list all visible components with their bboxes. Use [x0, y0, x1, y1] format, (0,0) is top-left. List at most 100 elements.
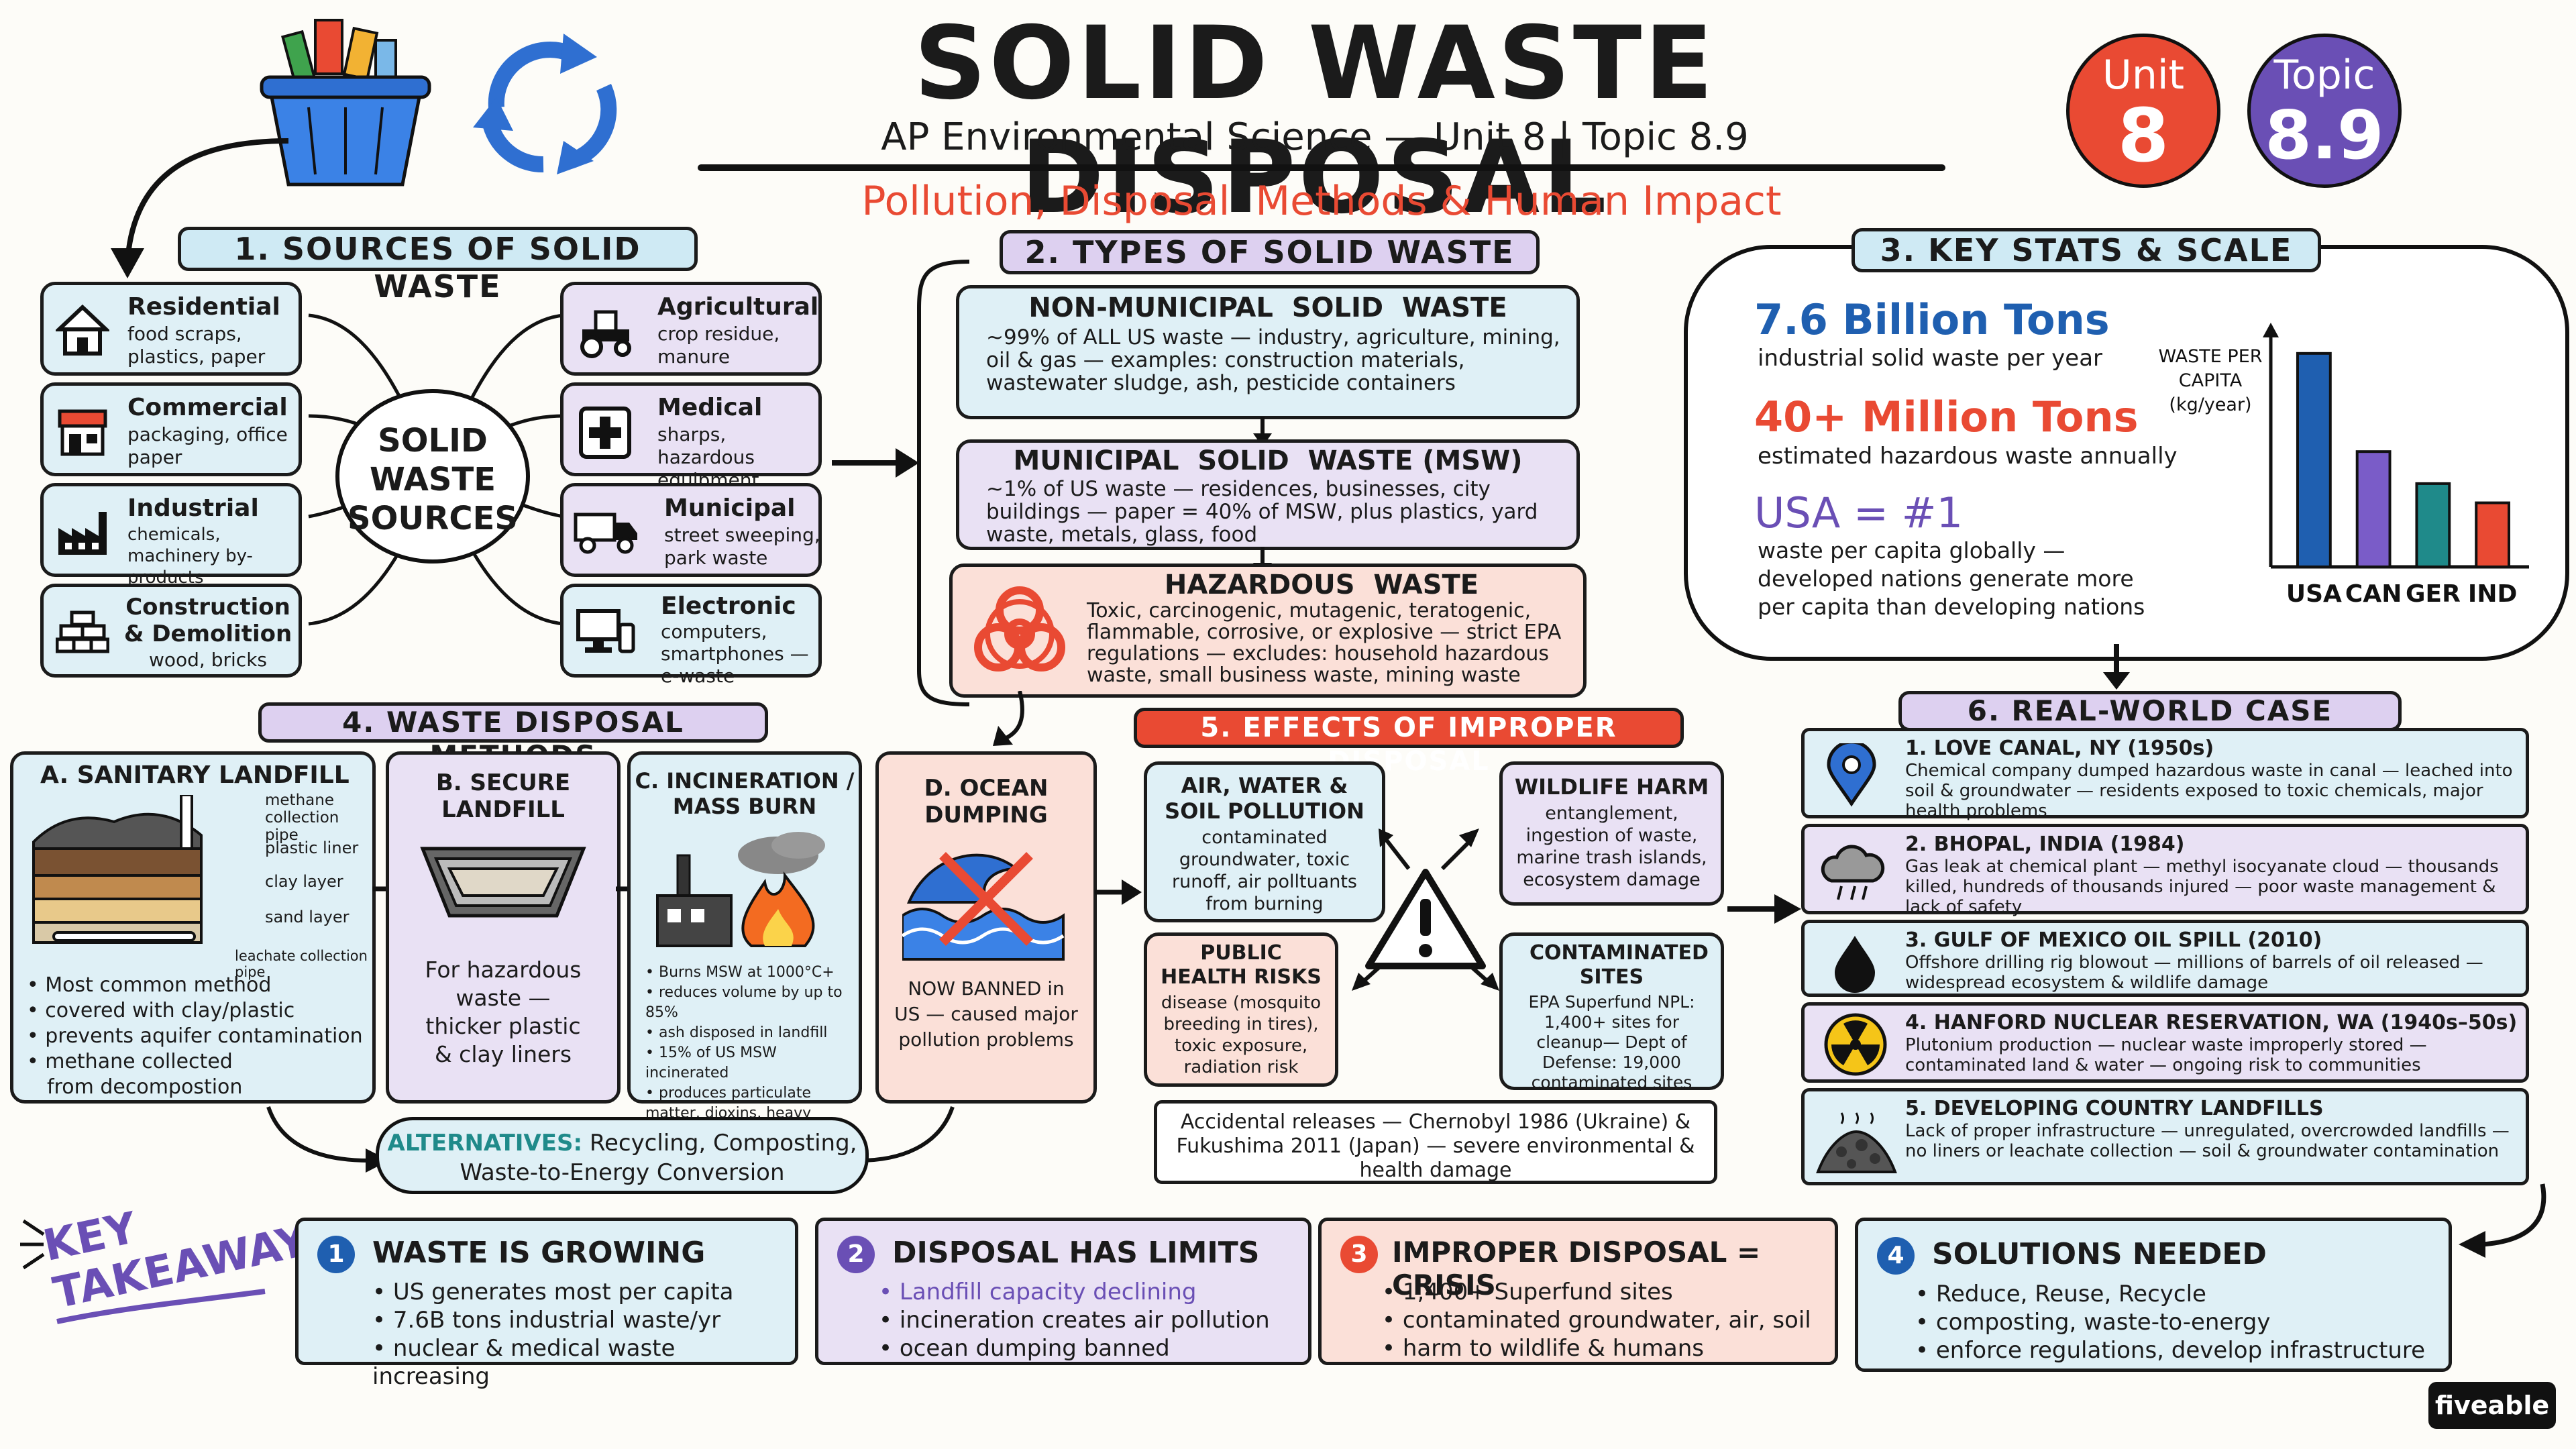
source-electronic: Electronic computers, smartphones — e-wa… — [560, 584, 822, 687]
topic-badge-label: Topic — [2273, 52, 2375, 99]
s1-center-node: SOLID WASTE SOURCES — [335, 389, 530, 564]
medical-cross-icon — [579, 407, 631, 459]
accidental-releases: Accidental releases — Chernobyl 1986 (Uk… — [1154, 1100, 1717, 1184]
case-title: 4. HANFORD NUCLEAR RESERVATION, WA (1940… — [1905, 1011, 2518, 1034]
gas-cloud-icon — [1821, 845, 1885, 900]
factory-icon — [58, 512, 107, 555]
house-icon — [56, 304, 109, 356]
arrow-s2-s5 — [993, 691, 1024, 746]
case-title: 3. GULF OF MEXICO OIL SPILL (2010) — [1905, 928, 2322, 952]
source-construction: Construction & Demolition wood, bricks — [40, 584, 302, 678]
case-desc: Plutonium production — nuclear waste imp… — [1905, 1035, 2427, 1075]
s5-header: 5. EFFECTS OF IMPROPER DISPOSAL — [1134, 708, 1684, 777]
pub-desc: disease (mosquito breeding in tires), to… — [1161, 993, 1322, 1077]
biohazard-icon — [974, 586, 1065, 672]
c-bullet: • 15% of US MSW incinerated — [645, 1044, 777, 1081]
s2-bracket — [917, 260, 970, 706]
source-title: Electronic — [661, 592, 796, 620]
case-love-canal: 1. LOVE CANAL, NY (1950s) Chemical compa… — [1801, 728, 2529, 821]
source-title: Commercial — [127, 394, 288, 421]
secure-landfill-illustration — [420, 847, 586, 918]
arrow-s3-s6 — [2103, 644, 2130, 690]
s6-header: 6. REAL-WORLD CASE STUDIES — [1898, 691, 2402, 761]
case-desc: Chemical company dumped hazardous waste … — [1905, 761, 2513, 821]
source-residential: Residential food scraps, plastics, paper — [40, 282, 302, 376]
source-medical: Medical sharps, hazardous equipment — [560, 382, 822, 491]
c-bullets: • Burns MSW at 1000°C+ • reduces volume … — [645, 963, 860, 1144]
chart-tick-label: USA — [2286, 580, 2342, 608]
takeaway-bullet: • enforce regulations, develop infrastru… — [1915, 1337, 2426, 1364]
s2-header: 2. TYPES OF SOLID WASTE — [1000, 230, 1540, 274]
alt-label: ALTERNATIVES: — [387, 1130, 583, 1157]
takeaway-bullet: • contaminated groundwater, air, soil — [1382, 1307, 1811, 1334]
s2-nonmunicipal: NON-MUNICIPAL SOLID WASTE ~99% of ALL US… — [956, 285, 1580, 419]
takeaway-bullet: • harm to wildlife & humans — [1382, 1335, 1705, 1362]
takeaway-bullet: • Landfill capacity declining — [879, 1279, 1197, 1305]
chart-bar-usa — [2296, 352, 2332, 569]
source-industrial: Industrial chemicals, machinery by-produ… — [40, 483, 302, 588]
a-bullet: from decompostion — [47, 1075, 243, 1099]
haz-title: HAZARDOUS WASTE — [1164, 570, 1479, 600]
trash-can-icon — [260, 19, 431, 186]
unit-badge: Unit 8 — [2066, 34, 2220, 188]
takeaway-bullet: • Reduce, Reuse, Recycle — [1915, 1281, 2206, 1307]
c-bullet: • ash disposed in landfill — [645, 1024, 828, 1041]
method-sanitary-landfill: A. SANITARY LANDFILL methane collection … — [10, 751, 376, 1104]
incinerator-fire-illustration — [656, 832, 825, 947]
chart-ylabel: WASTE PER — [2158, 346, 2262, 367]
method-incineration: C. INCINERATION / MASS BURN • Burns MSW … — [627, 751, 862, 1142]
s3-cloud — [1684, 245, 2569, 661]
page-tagline: Pollution, Disposal Methods & Human Impa… — [861, 178, 1782, 225]
takeaway-bullets: • Reduce, Reuse, Recycle • composting, w… — [1915, 1280, 2445, 1364]
chart-tick-label: IND — [2468, 580, 2517, 608]
a-label-leachate: leachate collection pipe — [235, 948, 368, 980]
a-bullet: • methane collected — [27, 1050, 233, 1073]
garbage-pile-icon — [1816, 1112, 1897, 1173]
chart-ylabel: CAPITA — [2179, 370, 2243, 391]
unit-badge-label: Unit — [2102, 52, 2185, 99]
takeaway-card-3: 3 IMPROPER DISPOSAL = CRISIS • 1,400+ Su… — [1318, 1218, 1838, 1365]
source-title: Residential — [127, 293, 280, 321]
source-desc: sharps, hazardous equipment — [657, 423, 759, 491]
pub-title: PUBLIC HEALTH RISKS — [1161, 941, 1322, 989]
radiation-icon — [1824, 1013, 1887, 1076]
takeaways-sparkle — [20, 1219, 45, 1270]
effect-contaminated-sites: CONTAMINATED SITES EPA Superfund NPL: 1,… — [1499, 932, 1724, 1092]
case-desc: Lack of proper infrastructure — unregula… — [1905, 1121, 2510, 1161]
stat2-label: estimated hazardous waste annually — [1758, 443, 2178, 470]
chart-bar-ind — [2475, 501, 2511, 568]
c-title: C. INCINERATION / MASS BURN — [635, 768, 855, 819]
method-secure-landfill: B. SECURE LANDFILL For hazardous waste —… — [386, 751, 621, 1104]
chart-bar-can — [2355, 450, 2392, 568]
alt-text: Recycling, Composting, Waste-to-Energy C… — [460, 1130, 857, 1186]
b-title: B. SECURE LANDFILL — [435, 769, 571, 823]
source-title: Medical — [657, 394, 763, 421]
a-label-sand: sand layer — [265, 908, 350, 926]
page-subtitle: AP Environmental Science — Unit 8 | Topi… — [881, 115, 1749, 159]
c-bullet: • Burns MSW at 1000°C+ — [645, 964, 835, 981]
oil-drop-icon — [1835, 936, 1875, 993]
arrow-s6-takeaways — [2459, 1183, 2546, 1258]
b-desc: For hazardous waste — thicker plastic & … — [425, 957, 582, 1067]
title-underline — [698, 164, 1945, 171]
wild-desc: entanglement, ingestion of waste, marine… — [1516, 803, 1707, 890]
case-developing-landfills: 5. DEVELOPING COUNTRY LANDFILLS Lack of … — [1801, 1088, 2529, 1185]
source-desc: computers, smartphones — e-waste — [661, 621, 809, 687]
effect-wildlife-harm: WILDLIFE HARM entanglement, ingestion of… — [1499, 761, 1724, 906]
takeaway-bullet: • composting, waste-to-energy — [1915, 1309, 2271, 1336]
banned-ocean-wave-icon — [902, 852, 1065, 961]
source-desc: chemicals, machinery by-products — [127, 525, 253, 588]
source-title: Agricultural — [657, 293, 819, 321]
source-title: Construction & Demolition — [123, 594, 292, 647]
case-bhopal: 2. BHOPAL, INDIA (1984) Gas leak at chem… — [1801, 824, 2529, 917]
muni-title: MUNICIPAL SOLID WASTE (MSW) — [1013, 445, 1523, 476]
store-icon — [58, 409, 107, 456]
bricks-icon — [56, 610, 109, 653]
fiveable-logo[interactable]: fiveable — [2428, 1382, 2556, 1429]
d-title: D. OCEAN DUMPING — [924, 775, 1049, 828]
chart-tick-label: GER — [2406, 580, 2461, 608]
con-title: CONTAMINATED SITES — [1529, 941, 1709, 989]
takeaway-number: 1 — [317, 1236, 355, 1273]
case-desc: Offshore drilling rig blowout — millions… — [1905, 953, 2483, 993]
